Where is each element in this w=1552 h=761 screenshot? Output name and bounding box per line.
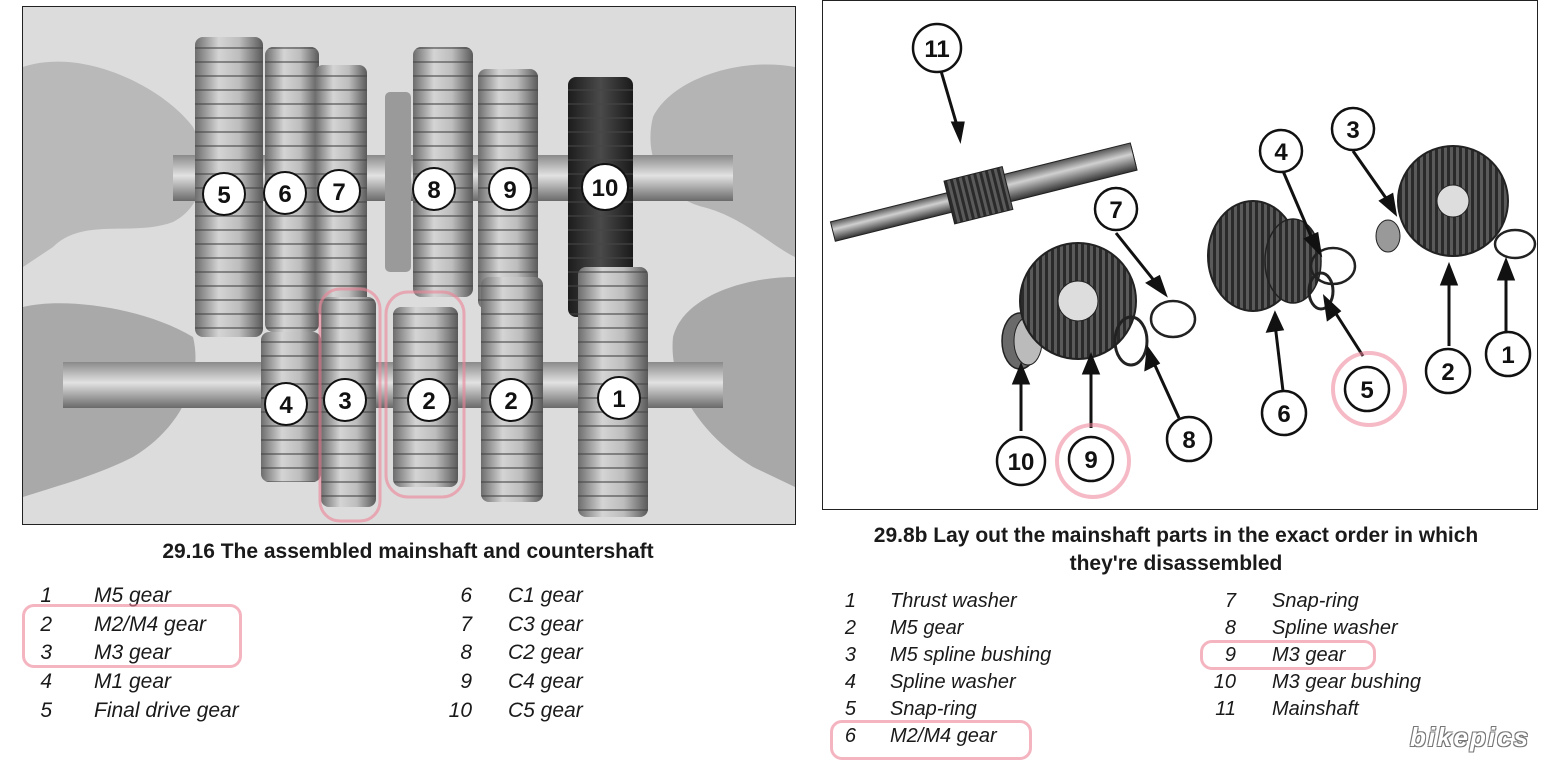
svg-text:3: 3 bbox=[338, 388, 351, 415]
svg-text:4: 4 bbox=[1274, 139, 1288, 166]
photo-highlight-2 bbox=[384, 290, 466, 499]
diagram-callout-7: 7 bbox=[1093, 186, 1139, 232]
svg-text:7: 7 bbox=[332, 179, 345, 206]
svg-text:10: 10 bbox=[1008, 449, 1035, 476]
diagram-caption: 29.8b Lay out the mainshaft parts in the… bbox=[836, 522, 1516, 578]
svg-text:4: 4 bbox=[279, 392, 293, 419]
diagram-callout-4: 4 bbox=[1258, 128, 1304, 174]
photo-illustration: 5 6 7 8 9 10 4 3 2 2 1 bbox=[23, 7, 795, 524]
svg-text:11: 11 bbox=[924, 36, 949, 63]
diagram-callout-11: 11 bbox=[911, 22, 963, 74]
svg-text:2: 2 bbox=[504, 388, 517, 415]
svg-text:5: 5 bbox=[217, 182, 230, 209]
diagram-callout-6: 6 bbox=[1260, 389, 1308, 437]
svg-text:10: 10 bbox=[592, 175, 619, 202]
svg-text:8: 8 bbox=[427, 177, 440, 204]
legend-highlight-9 bbox=[1200, 640, 1376, 670]
svg-text:2: 2 bbox=[1441, 359, 1454, 386]
exploded-diagram: 11 7 4 3 10 9 8 6 5 2 1 bbox=[822, 0, 1538, 510]
svg-text:1: 1 bbox=[612, 386, 625, 413]
photo-callout-4: 4 bbox=[264, 382, 308, 426]
photo-callout-7: 7 bbox=[317, 169, 361, 213]
photo-highlight-3 bbox=[318, 287, 382, 523]
legend-highlight-2-3 bbox=[22, 604, 242, 668]
svg-text:3: 3 bbox=[1346, 117, 1359, 144]
diagram-highlight-5 bbox=[1331, 351, 1407, 427]
svg-text:9: 9 bbox=[1084, 447, 1097, 474]
svg-text:6: 6 bbox=[1277, 401, 1290, 428]
svg-text:1: 1 bbox=[1501, 342, 1514, 369]
photo-caption: 29.16 The assembled mainshaft and counte… bbox=[162, 540, 654, 563]
diagram-caption-line2: they're disassembled bbox=[1069, 552, 1283, 575]
photo-callout-8: 8 bbox=[412, 167, 456, 211]
svg-text:8: 8 bbox=[1182, 427, 1195, 454]
svg-text:5: 5 bbox=[1360, 377, 1373, 404]
svg-text:2: 2 bbox=[422, 388, 435, 415]
photo-callout-1: 1 bbox=[597, 376, 641, 420]
photo-callout-3: 3 bbox=[323, 378, 367, 422]
svg-text:6: 6 bbox=[278, 181, 291, 208]
photo-callout-9: 9 bbox=[488, 167, 532, 211]
diagram-callout-3: 3 bbox=[1330, 106, 1376, 152]
diagram-caption-line1: 29.8b Lay out the mainshaft parts in the… bbox=[873, 524, 1479, 547]
svg-text:7: 7 bbox=[1109, 197, 1122, 224]
photo-callout-2b: 2 bbox=[489, 378, 533, 422]
diagram-highlight-9 bbox=[1055, 423, 1131, 499]
diagram-illustration: 11 7 4 3 10 9 8 6 5 2 1 bbox=[829, 22, 1537, 499]
diagram-callout-1: 1 bbox=[1484, 330, 1532, 378]
diagram-callout-8: 8 bbox=[1165, 415, 1213, 463]
svg-text:9: 9 bbox=[503, 177, 516, 204]
diagram-callout-2: 2 bbox=[1424, 347, 1472, 395]
photo-callout-10: 10 bbox=[581, 163, 629, 211]
diagram-callout-9: 9 bbox=[1067, 435, 1115, 483]
photo-callout-6: 6 bbox=[263, 171, 307, 215]
watermark-logo: bikepics bbox=[1409, 722, 1530, 752]
diagram-callout-10: 10 bbox=[995, 435, 1047, 487]
photo-callout-5: 5 bbox=[202, 172, 246, 216]
legend-highlight-6 bbox=[830, 720, 1032, 760]
photo-callout-2a: 2 bbox=[407, 378, 451, 422]
assembly-photo: 5 6 7 8 9 10 4 3 2 2 1 bbox=[22, 6, 796, 525]
diagram-callout-5: 5 bbox=[1343, 365, 1391, 413]
